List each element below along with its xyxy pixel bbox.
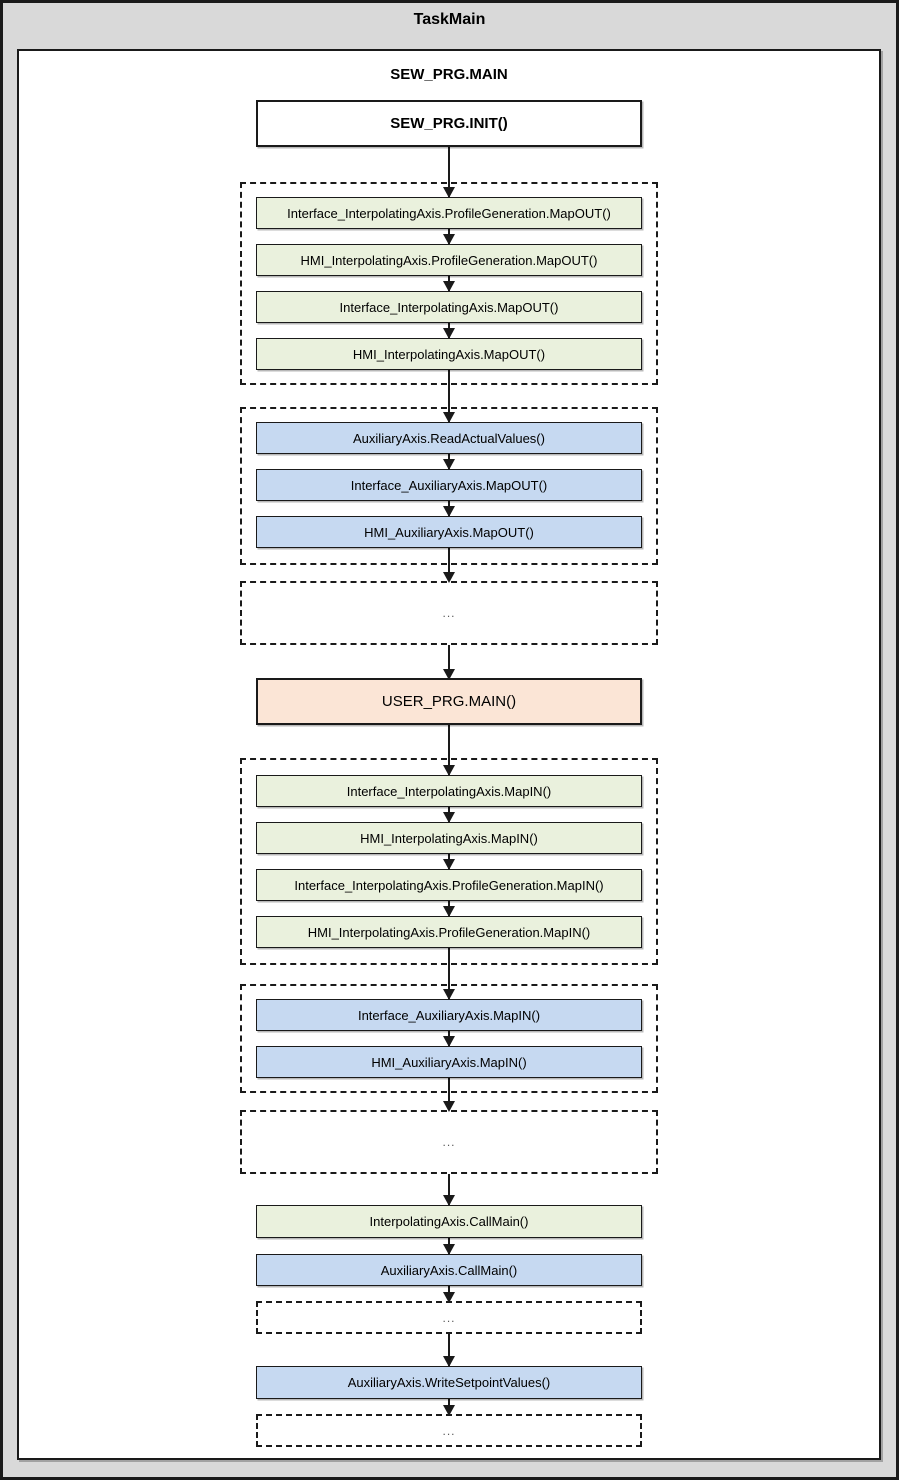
node-interface-auxiliaryaxis-mapin: Interface_AuxiliaryAxis.MapIN() — [256, 989, 642, 1031]
node-auxiliaryaxis-writesetpointvalues: AuxiliaryAxis.WriteSetpointValues() — [256, 1356, 642, 1399]
node-hmi-interpolatingaxis-mapout: HMI_InterpolatingAxis.MapOUT() — [256, 328, 642, 370]
node-interface-interpolatingaxis-profilegeneration-mapin: Interface_InterpolatingAxis.ProfileGener… — [256, 859, 642, 901]
node-interpolatingaxis-callmain: InterpolatingAxis.CallMain() — [256, 1195, 642, 1238]
node-hmi-auxiliaryaxis-mapout: HMI_AuxiliaryAxis.MapOUT() — [256, 506, 642, 548]
node-hmi-auxiliaryaxis-mapin: HMI_AuxiliaryAxis.MapIN() — [256, 1036, 642, 1078]
ellipsis-box-4: ... — [256, 1405, 642, 1447]
node-interface-interpolatingaxis-mapout: Interface_InterpolatingAxis.MapOUT() — [256, 281, 642, 323]
ellipsis-box-1: ... — [240, 572, 658, 645]
node-auxiliaryaxis-callmain: AuxiliaryAxis.CallMain() — [256, 1244, 642, 1286]
ellipsis-box-3: ... — [256, 1292, 642, 1334]
node-hmi-interpolatingaxis-profilegeneration-mapout: HMI_InterpolatingAxis.ProfileGeneration.… — [256, 234, 642, 276]
taskmain-title: TaskMain — [413, 11, 486, 28]
group-interpolating-mapout: Interface_InterpolatingAxis.ProfileGener… — [240, 182, 658, 385]
node-interface-interpolatingaxis-profilegeneration-mapout: Interface_InterpolatingAxis.ProfileGener… — [256, 187, 642, 229]
ellipsis-box-2: ... — [240, 1101, 658, 1174]
group-interpolating-mapin: Interface_InterpolatingAxis.MapIN() HMI_… — [240, 758, 658, 965]
sew-prg-main-title: SEW_PRG.MAIN — [390, 66, 508, 83]
group-auxiliary-mapin: Interface_AuxiliaryAxis.MapIN() HMI_Auxi… — [240, 984, 658, 1093]
sew-prg-main-frame: SEW_PRG.MAIN SEW_PRG.INIT() Interface_In… — [17, 49, 881, 1460]
node-interface-interpolatingaxis-mapin: Interface_InterpolatingAxis.MapIN() — [256, 765, 642, 807]
node-user-prg-main: USER_PRG.MAIN() — [256, 669, 642, 725]
node-interface-auxiliaryaxis-mapout: Interface_AuxiliaryAxis.MapOUT() — [256, 459, 642, 501]
node-hmi-interpolatingaxis-mapin: HMI_InterpolatingAxis.MapIN() — [256, 812, 642, 854]
node-auxiliaryaxis-readactualvalues: AuxiliaryAxis.ReadActualValues() — [256, 412, 642, 454]
node-sew-prg-init: SEW_PRG.INIT() — [256, 100, 642, 147]
node-hmi-interpolatingaxis-profilegeneration-mapin: HMI_InterpolatingAxis.ProfileGeneration.… — [256, 906, 642, 948]
group-auxiliary-mapout: AuxiliaryAxis.ReadActualValues() Interfa… — [240, 407, 658, 565]
